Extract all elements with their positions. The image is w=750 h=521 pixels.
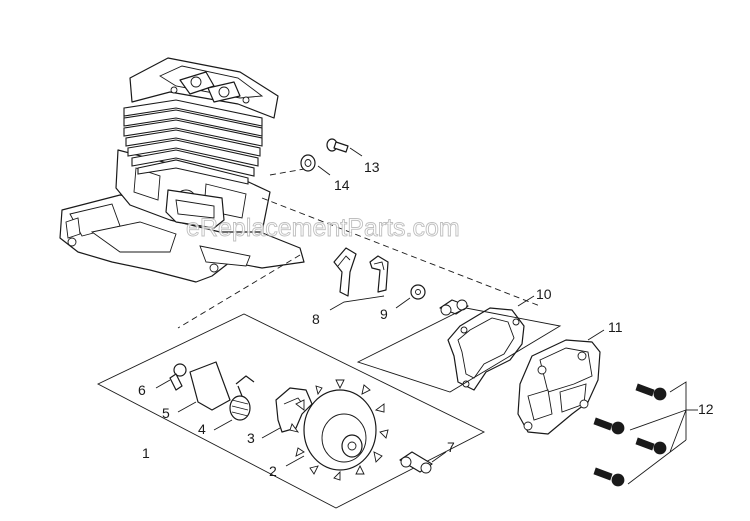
callout-2: 2 <box>269 463 277 479</box>
part-bolt-13 <box>326 138 363 157</box>
callout-13: 13 <box>364 159 380 175</box>
gear-teeth <box>289 379 389 481</box>
part-clutch-shoe-3 <box>261 387 313 439</box>
part-washer-14 <box>300 154 331 176</box>
callout-3: 3 <box>247 430 255 446</box>
callout-14: 14 <box>334 177 350 193</box>
engine-cylinder-assembly <box>59 57 305 283</box>
part-pin-upper <box>439 299 469 316</box>
part-gasket-10 <box>447 295 535 391</box>
callout-7: 7 <box>447 439 455 455</box>
part-washer-9 <box>395 284 426 309</box>
part-screw-6 <box>155 363 187 391</box>
part-cover-11 <box>517 329 605 435</box>
part-spring-4 <box>213 375 255 431</box>
part-pin-7 <box>399 451 447 474</box>
callout-1: 1 <box>142 445 150 461</box>
part-brackets-8 <box>329 247 389 311</box>
group-outline-1 <box>96 313 486 509</box>
part-screws-12 <box>593 381 698 487</box>
part-plate-5 <box>177 361 231 413</box>
callout-9: 9 <box>380 306 388 322</box>
callout-4: 4 <box>198 421 206 437</box>
callout-5: 5 <box>162 405 170 421</box>
callout-12: 12 <box>698 401 714 417</box>
callout-11: 11 <box>608 319 623 335</box>
watermark-text: eReplacementParts.com <box>186 214 460 242</box>
part-clutch-drum-2 <box>285 379 389 481</box>
callout-10: 10 <box>536 286 552 302</box>
callout-labels: 1 2 3 4 5 6 7 8 9 10 11 12 13 14 <box>138 159 714 479</box>
group-outline-10 <box>356 307 562 393</box>
callout-8: 8 <box>312 311 320 327</box>
callout-6: 6 <box>138 382 146 398</box>
